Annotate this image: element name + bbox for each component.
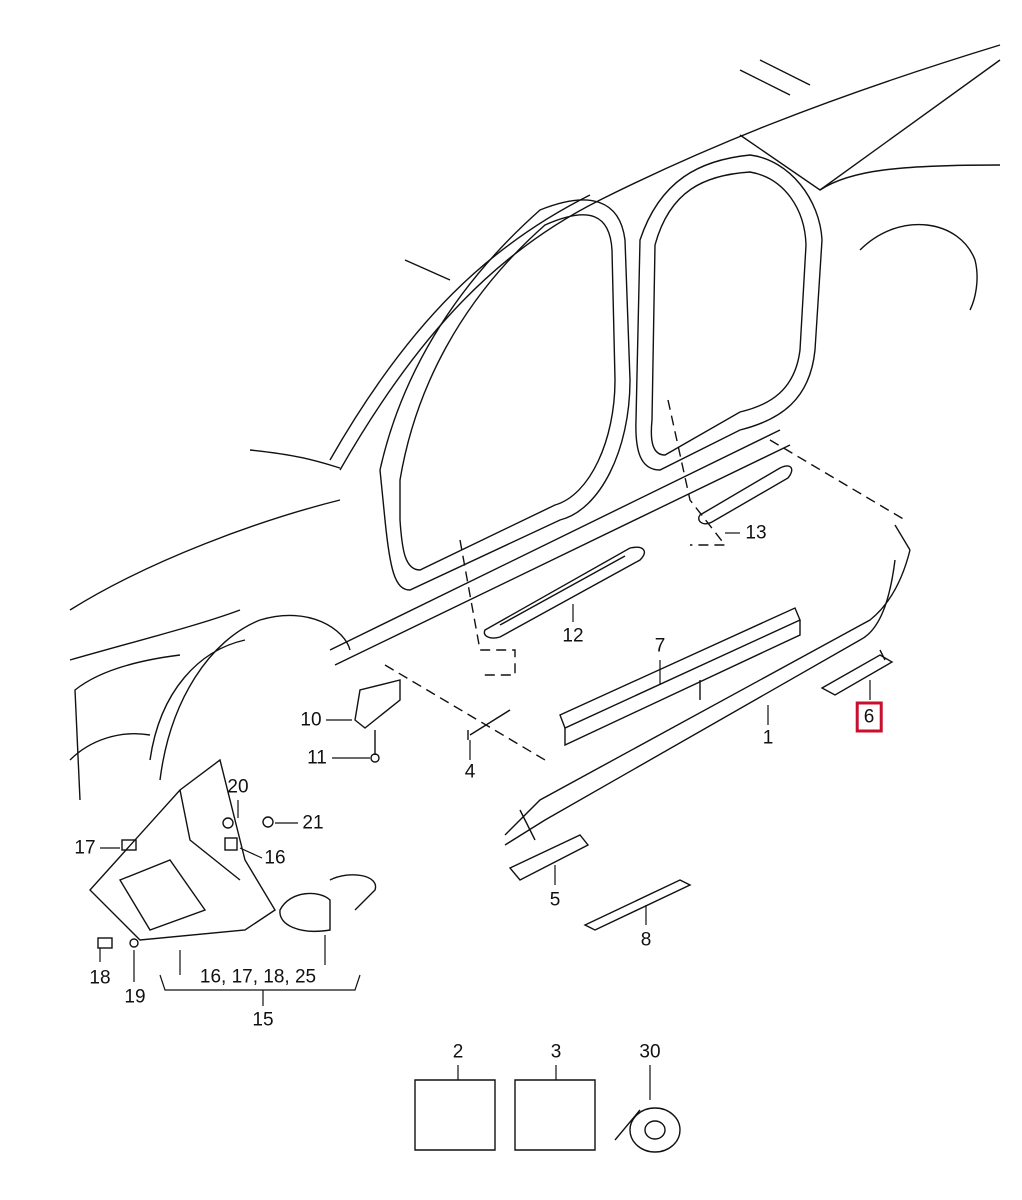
label-part-21[interactable]: 21 bbox=[302, 812, 324, 834]
label-part-2[interactable]: 2 bbox=[452, 1041, 464, 1063]
label-part-18[interactable]: 18 bbox=[89, 967, 111, 989]
label-part-30[interactable]: 30 bbox=[639, 1041, 661, 1063]
label-part-4[interactable]: 4 bbox=[464, 761, 476, 783]
label-part-17[interactable]: 17 bbox=[74, 837, 96, 859]
label-part-20[interactable]: 20 bbox=[227, 776, 249, 798]
label-part-11[interactable]: 11 bbox=[307, 747, 327, 769]
label-part-10[interactable]: 10 bbox=[300, 709, 322, 731]
label-part-6-highlighted[interactable]: 6 bbox=[855, 701, 883, 733]
label-part-13[interactable]: 13 bbox=[745, 522, 767, 544]
label-part-1[interactable]: 1 bbox=[762, 727, 774, 749]
label-part-3[interactable]: 3 bbox=[550, 1041, 562, 1063]
label-part-19[interactable]: 19 bbox=[124, 986, 146, 1008]
label-part-15[interactable]: 15 bbox=[252, 1009, 274, 1031]
label-part-15-group[interactable]: 16, 17, 18, 25 bbox=[199, 966, 317, 988]
label-part-8[interactable]: 8 bbox=[640, 929, 652, 951]
label-part-7[interactable]: 7 bbox=[654, 635, 666, 657]
label-part-12[interactable]: 12 bbox=[562, 625, 584, 647]
label-part-5[interactable]: 5 bbox=[549, 889, 561, 911]
label-part-16[interactable]: 16 bbox=[264, 847, 286, 869]
